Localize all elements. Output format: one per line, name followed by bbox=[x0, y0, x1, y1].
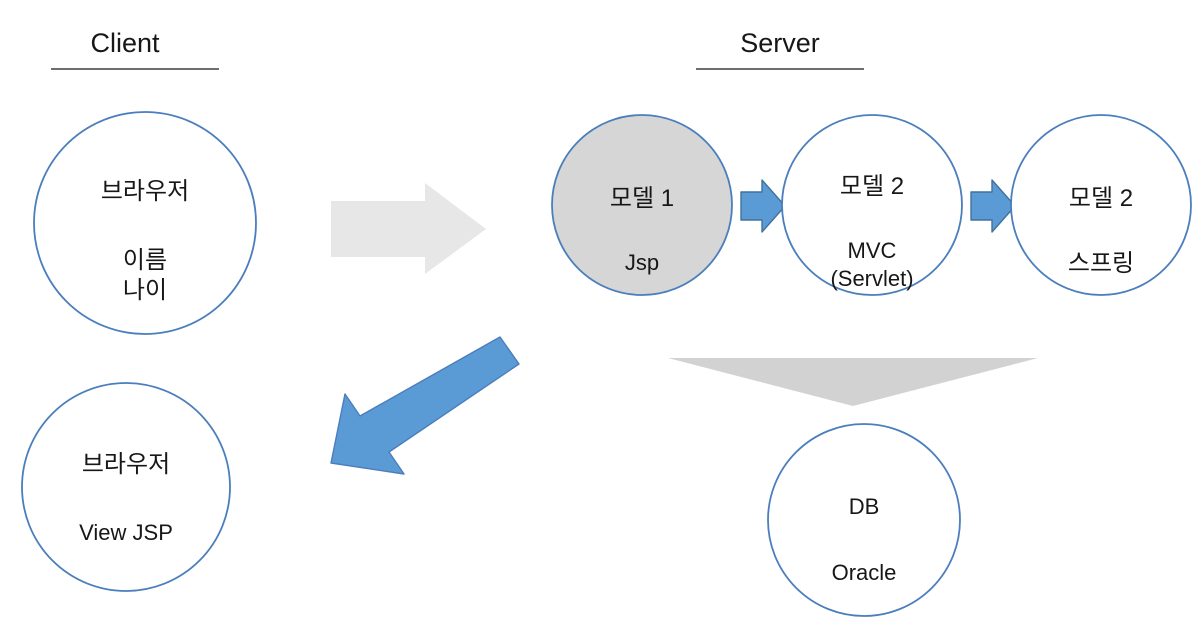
model2-to-spring-arrow[interactable] bbox=[970, 179, 1016, 233]
server-heading: Server bbox=[740, 28, 820, 58]
server-model-1-circle[interactable] bbox=[551, 114, 733, 296]
server-model-2-mvc-circle[interactable] bbox=[781, 114, 963, 296]
model1-to-model2-arrow[interactable] bbox=[740, 179, 786, 233]
client-heading: Client bbox=[90, 28, 160, 58]
client-browser-request-circle[interactable] bbox=[33, 111, 257, 335]
server-model-2-spring-circle[interactable] bbox=[1010, 114, 1192, 296]
database-circle[interactable] bbox=[767, 423, 961, 617]
client-to-server-arrow[interactable] bbox=[331, 183, 486, 274]
server-to-database-arrow[interactable] bbox=[668, 358, 1038, 406]
server-to-client-arrow[interactable] bbox=[330, 336, 520, 475]
client-browser-response-circle[interactable] bbox=[21, 382, 231, 592]
